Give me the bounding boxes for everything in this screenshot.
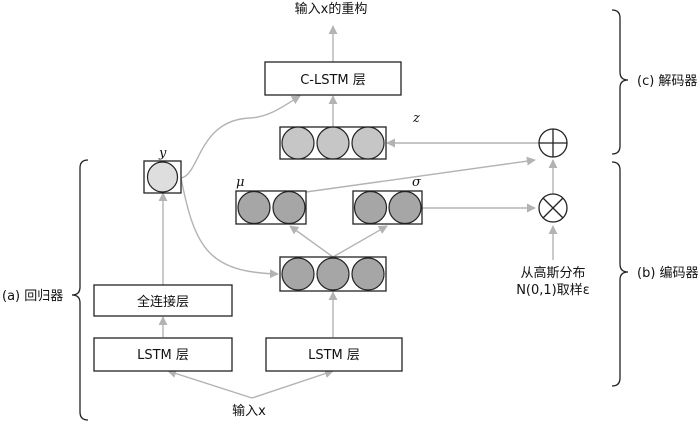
sigma-label: σ [412,175,422,190]
lstm-layer-right-label: LSTM 层 [308,348,360,363]
y-label: y [158,146,167,161]
mu-node [237,190,271,225]
gaussian-label-line1: 从高斯分布 [520,265,585,281]
arrow-input-to-lstm-right [251,369,334,399]
fc-layer-box: 全连接层 [93,284,233,317]
hidden-node [316,257,350,291]
arrow-hidden-to-sigma [332,225,388,258]
gaussian-label-line2: N(0,1)取样ε [516,283,590,298]
regressor-brace [71,159,89,421]
z-node [281,126,315,160]
plus-operator [538,128,568,158]
output-reconstruction-label: 输入x的重构 [295,1,368,17]
mu-vector [235,190,307,225]
lstm-layer-left-box: LSTM 层 [93,337,233,372]
hidden-node [351,257,385,291]
regressor-section-label: (a) 回归器 [2,289,63,304]
clstm-layer-box: C-LSTM 层 [264,61,402,96]
decoder-brace [611,9,629,155]
arrow-y-to-hidden [180,177,279,279]
arrow-y-to-clstm [180,95,301,179]
y-output [143,160,182,194]
arrow-hidden-to-mu [289,225,334,258]
z-vector [279,126,387,160]
lstm-layer-right-box: LSTM 层 [265,337,403,372]
sigma-node [388,190,422,225]
lstm-layer-left-label: LSTM 层 [137,348,189,363]
z-label: z [412,111,420,126]
encoder-hidden-vector [279,256,387,292]
fc-layer-label: 全连接层 [137,294,189,310]
mu-label: μ [236,175,244,190]
encoder-brace [611,161,629,387]
input-label: 输入x [232,403,266,419]
encoder-section-label: (b) 编码器 [637,266,699,281]
decoder-section-label: (c) 解码器 [637,74,697,89]
z-node [316,126,350,160]
y-node [146,161,179,193]
clstm-layer-label: C-LSTM 层 [300,73,366,88]
mu-node [272,190,306,225]
sigma-node [353,190,388,225]
hidden-node [281,257,315,291]
connectors [158,25,558,399]
arrow-mu-to-plus [305,156,536,193]
z-node [351,126,385,160]
times-operator [538,193,568,223]
arrow-input-to-lstm-left [167,369,253,399]
sigma-vector [352,190,423,225]
